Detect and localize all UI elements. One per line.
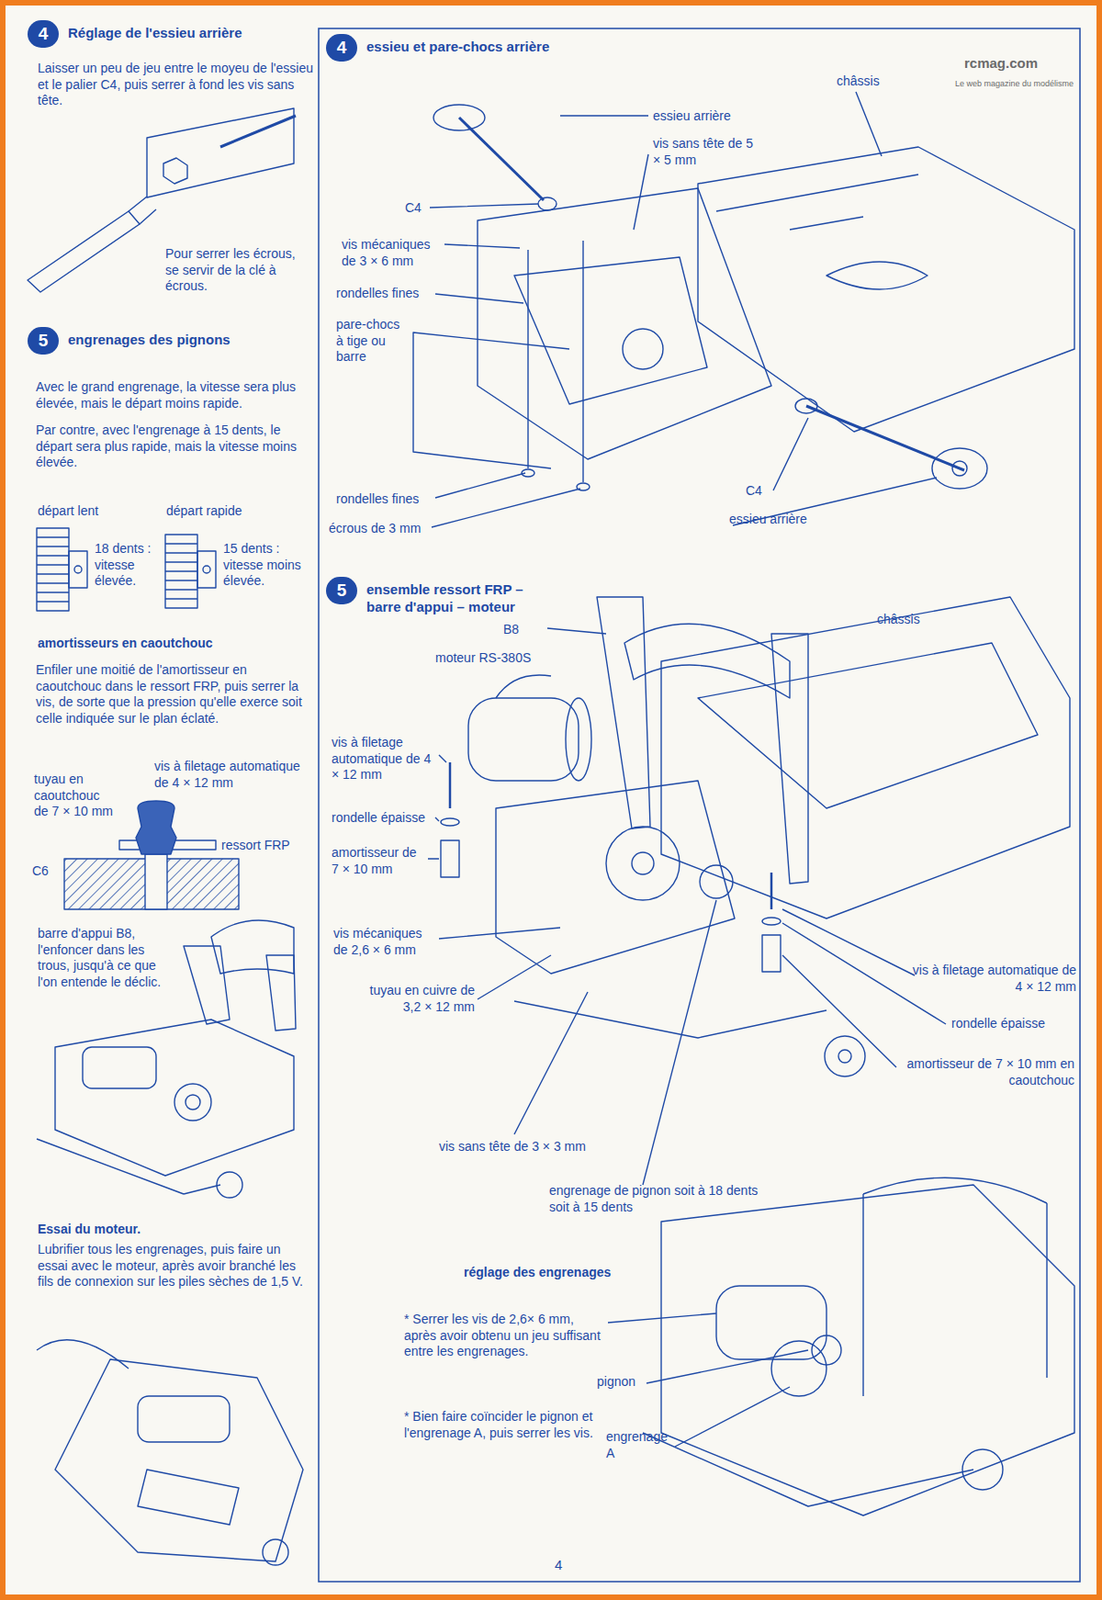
callout-label: barre d'appui B8, l'enfoncer dans les tr…: [37, 925, 171, 990]
callout-label: C6: [32, 863, 49, 880]
callout-label: tuyau en caoutchouc de 7 × 10 mm: [33, 771, 117, 821]
callout-label: ressort FRP: [221, 837, 291, 855]
callout-label: Par contre, avec l'engrenage à 15 dents,…: [35, 422, 312, 472]
page-number: 4: [554, 1556, 563, 1575]
step-heading: 4 Réglage de l'essieu arrière: [27, 20, 243, 48]
step-heading: 4 essieu et pare-chocs arrière: [326, 33, 550, 62]
callout-label: rondelles fines: [336, 285, 419, 303]
step-title: ensemble ressort FRP – barre d'appui – m…: [366, 576, 560, 617]
step-heading: 5 ensemble ressort FRP – barre d'appui – …: [326, 576, 560, 617]
callout-label: engrenage A: [606, 1428, 671, 1462]
step-title: engrenages des pignons: [67, 326, 231, 349]
callout-label: essieu arrière: [729, 511, 808, 529]
callout-label: C4: [404, 200, 422, 217]
step-heading: 5 engrenages des pignons: [27, 326, 231, 355]
callout-label: * Serrer les vis de 2,6× 6 mm, après avo…: [404, 1311, 605, 1361]
callout-label: vis à filetage automatique de 4 × 12 mm: [331, 734, 435, 784]
callout-label: tuyau en cuivre de 3,2 × 12 mm: [362, 982, 475, 1015]
step-number: 5: [326, 576, 358, 605]
callout-label: écrous de 3 mm: [328, 520, 421, 538]
step-title: essieu et pare-chocs arrière: [366, 33, 550, 57]
callout-label: amortisseur de 7 × 10 mm: [331, 844, 428, 878]
callout-label: vis mécaniques de 2,6 × 6 mm: [333, 925, 439, 958]
callout-label: châssis: [877, 611, 921, 629]
callout-label: Enfiler une moitié de l'amortisseur en c…: [35, 662, 316, 727]
callout-label: * Bien faire coïncider le pignon et l'en…: [404, 1408, 605, 1441]
callout-label: départ lent: [37, 503, 99, 520]
callout-label: vis à filetage automatique de 4 × 12 mm: [154, 758, 318, 791]
callout-label: réglage des engrenages: [463, 1264, 611, 1282]
callout-label: Laisser un peu de jeu entre le moyeu de …: [37, 60, 314, 110]
callout-label: châssis: [836, 73, 880, 90]
callout-label: vis mécaniques de 3 × 6 mm: [341, 236, 443, 270]
callout-label: C4: [745, 483, 763, 500]
callout-label: Avec le grand engrenage, la vitesse sera…: [35, 379, 316, 412]
callout-label: pignon: [596, 1373, 636, 1391]
callout-label: rondelles fines: [336, 491, 419, 508]
step-title: Réglage de l'essieu arrière: [67, 20, 243, 43]
callout-label: 18 dents : vitesse élevée.: [94, 540, 161, 590]
callout-label: engrenage de pignon soit à 18 dents soit…: [549, 1182, 770, 1215]
callout-label: départ rapide: [166, 503, 243, 520]
callout-label: amortisseurs en caoutchouc: [37, 635, 214, 653]
callout-label: vis sans tête de 5 × 5 mm: [652, 135, 764, 169]
callout-label: pare-chocs à tige ou barre: [336, 316, 405, 366]
watermark: Le web magazine du modélisme: [955, 78, 1074, 90]
callout-label: Pour serrer les écrous, se servir de la …: [165, 246, 313, 295]
callout-label: rondelle épaisse: [331, 809, 426, 827]
callout-label: moteur RS-380S: [435, 650, 531, 667]
callout-label: B8: [503, 621, 519, 639]
callout-label: Essai du moteur.: [37, 1221, 141, 1238]
step-number: 4: [27, 20, 59, 48]
callout-label: essieu arrière: [652, 108, 731, 125]
callout-label: Lubrifier tous les engrenages, puis fair…: [37, 1241, 314, 1291]
callout-label: rondelle épaisse: [951, 1015, 1046, 1033]
callout-label: amortisseur de 7 × 10 mm en caoutchouc: [895, 1056, 1075, 1089]
callout-label: vis à filetage automatique de 4 × 12 mm: [909, 962, 1077, 995]
step-number: 4: [326, 33, 358, 62]
callout-label: 15 dents : vitesse moins élevée.: [223, 540, 315, 590]
watermark: rcmag.com: [964, 55, 1038, 73]
callout-label: vis sans tête de 3 × 3 mm: [438, 1138, 586, 1156]
step-number: 5: [27, 326, 59, 355]
